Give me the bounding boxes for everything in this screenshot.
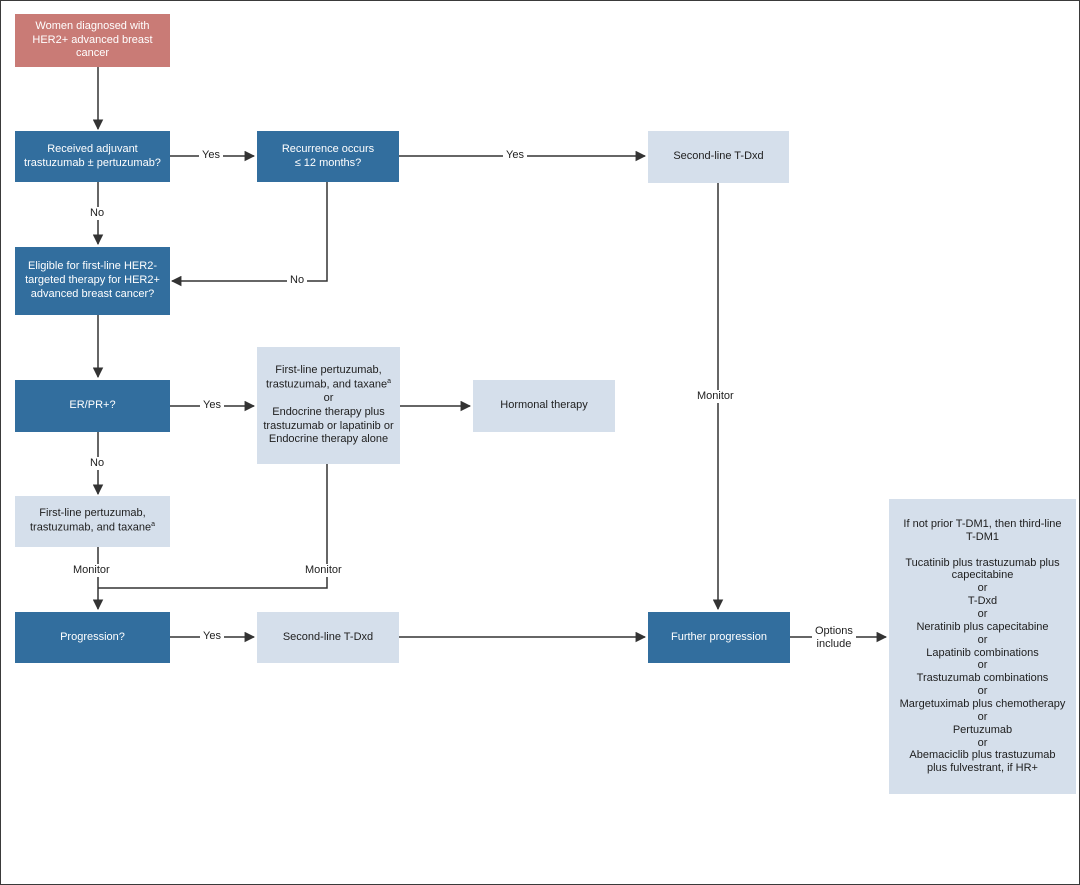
options-list-line: T-Dxd — [967, 595, 998, 608]
footnote-marker: a — [387, 377, 391, 385]
options-list-line: capecitabine — [951, 569, 1014, 582]
edge-label-yes-adjuvant: Yes — [199, 149, 223, 162]
node-er-pr: ER/PR+? — [15, 380, 170, 432]
options-list-line: plus fulvestrant, if HR+ — [927, 762, 1038, 775]
edge-label-options-include-line: Options — [815, 625, 853, 637]
options-list-line: Neratinib plus capecitabine — [916, 620, 1049, 633]
options-list-line: or — [977, 659, 988, 672]
options-list-line: Margetuximab plus chemotherapy — [899, 698, 1066, 710]
node-second-line-bottom-line: Second-line T-Dxd — [282, 630, 374, 643]
node-adjuvant: Received adjuvant trastuzumab ± pertuzum… — [15, 131, 170, 182]
node-first-line-options-line: Endocrine therapy alone — [268, 433, 389, 446]
node-eligible: Eligible for first-line HER2- targeted t… — [15, 247, 170, 315]
node-progression: Progression? — [15, 612, 170, 663]
node-first-line-options-line: trastuzumab, and taxanea — [263, 378, 393, 392]
node-adjuvant-line: trastuzumab ± pertuzumab? — [24, 156, 161, 169]
options-list-line: or — [977, 685, 988, 698]
node-first-line-options-line: Endocrine therapy plus — [272, 405, 385, 418]
node-eligible-line: Eligible for first-line HER2- — [28, 260, 157, 273]
node-first-line-left-text: trastuzumab, and taxane — [30, 521, 152, 534]
edge-label-monitor-middle: Monitor — [302, 564, 345, 577]
edge-first-line-options-to-merge — [98, 464, 328, 589]
options-list-line: or — [977, 633, 988, 646]
footnote-marker: a — [151, 521, 155, 529]
node-start-line: cancer — [75, 47, 109, 60]
edge-label-yes-recurrence: Yes — [503, 149, 527, 162]
edge-label-yes-er: Yes — [200, 399, 224, 412]
edge-label-options-include-line: include — [816, 637, 852, 650]
edge-label-monitor-right: Monitor — [694, 390, 737, 403]
node-recurrence: Recurrence occurs ≤ 12 months? — [257, 131, 399, 182]
node-first-line-options-line: First-line pertuzumab, — [275, 363, 382, 376]
edge-label-options-include: Options include — [812, 625, 856, 651]
options-list-line: Trastuzumab combinations — [916, 672, 1049, 685]
edge-label-no-adjuvant: No — [87, 207, 108, 220]
edge-label-monitor-left: Monitor — [70, 564, 113, 577]
node-adjuvant-line: Received adjuvant — [47, 142, 138, 155]
node-recurrence-line: Recurrence occurs — [281, 142, 375, 155]
edge-label-no-er: No — [87, 457, 108, 470]
node-start-line: HER2+ advanced breast — [32, 33, 153, 46]
node-start-line: Women diagnosed with — [35, 19, 150, 32]
options-list-line: Tucatinib plus trastuzumab plus — [905, 556, 1060, 569]
options-list-line: Lapatinib combinations — [926, 646, 1039, 659]
node-further-progression-line: Further progression — [671, 630, 767, 643]
options-list-line: Abemaciclib plus trastuzumab — [909, 749, 1056, 762]
options-list-line: If not prior T-DM1, then third-line — [903, 517, 1062, 530]
node-further-progression: Further progression — [648, 612, 790, 663]
node-hormonal: Hormonal therapy — [473, 380, 615, 432]
node-second-line-top: Second-line T-Dxd — [648, 131, 789, 183]
options-list-line: or — [977, 736, 988, 749]
options-list-line: or — [977, 607, 988, 620]
options-list-line: T-DM1 — [965, 530, 999, 543]
node-eligible-line: targeted therapy for HER2+ — [25, 274, 160, 287]
node-second-line-bottom: Second-line T-Dxd — [257, 612, 399, 663]
node-options-list: If not prior T-DM1, then third-line T-DM… — [889, 499, 1076, 794]
options-list-line: Pertuzumab — [952, 723, 1013, 736]
edge-label-no-recurrence: No — [287, 274, 308, 287]
node-first-line-left-line: trastuzumab, and taxanea — [30, 521, 155, 535]
node-eligible-line: advanced breast cancer? — [30, 287, 155, 300]
node-start: Women diagnosed with HER2+ advanced brea… — [15, 14, 170, 67]
node-hormonal-line: Hormonal therapy — [500, 399, 588, 412]
node-first-line-left: First-line pertuzumab, trastuzumab, and … — [15, 496, 170, 547]
node-first-line-options-line: or — [323, 392, 334, 405]
edge-recurrence-to-eligible — [170, 182, 328, 287]
options-list-line: or — [977, 710, 988, 723]
options-list-line: or — [977, 582, 988, 595]
node-er-pr-line: ER/PR+? — [69, 399, 116, 412]
node-progression-line: Progression? — [60, 630, 125, 643]
node-first-line-options: First-line pertuzumab, trastuzumab, and … — [257, 347, 400, 464]
node-second-line-top-line: Second-line T-Dxd — [673, 150, 764, 163]
options-list-spacer — [900, 544, 1066, 557]
node-first-line-options-text: trastuzumab, and taxane — [266, 378, 388, 391]
edge-label-yes-progression: Yes — [200, 630, 224, 643]
node-recurrence-line: ≤ 12 months? — [294, 156, 362, 169]
node-first-line-options-line: trastuzumab or lapatinib or — [263, 419, 394, 432]
node-first-line-left-line: First-line pertuzumab, — [39, 507, 146, 520]
